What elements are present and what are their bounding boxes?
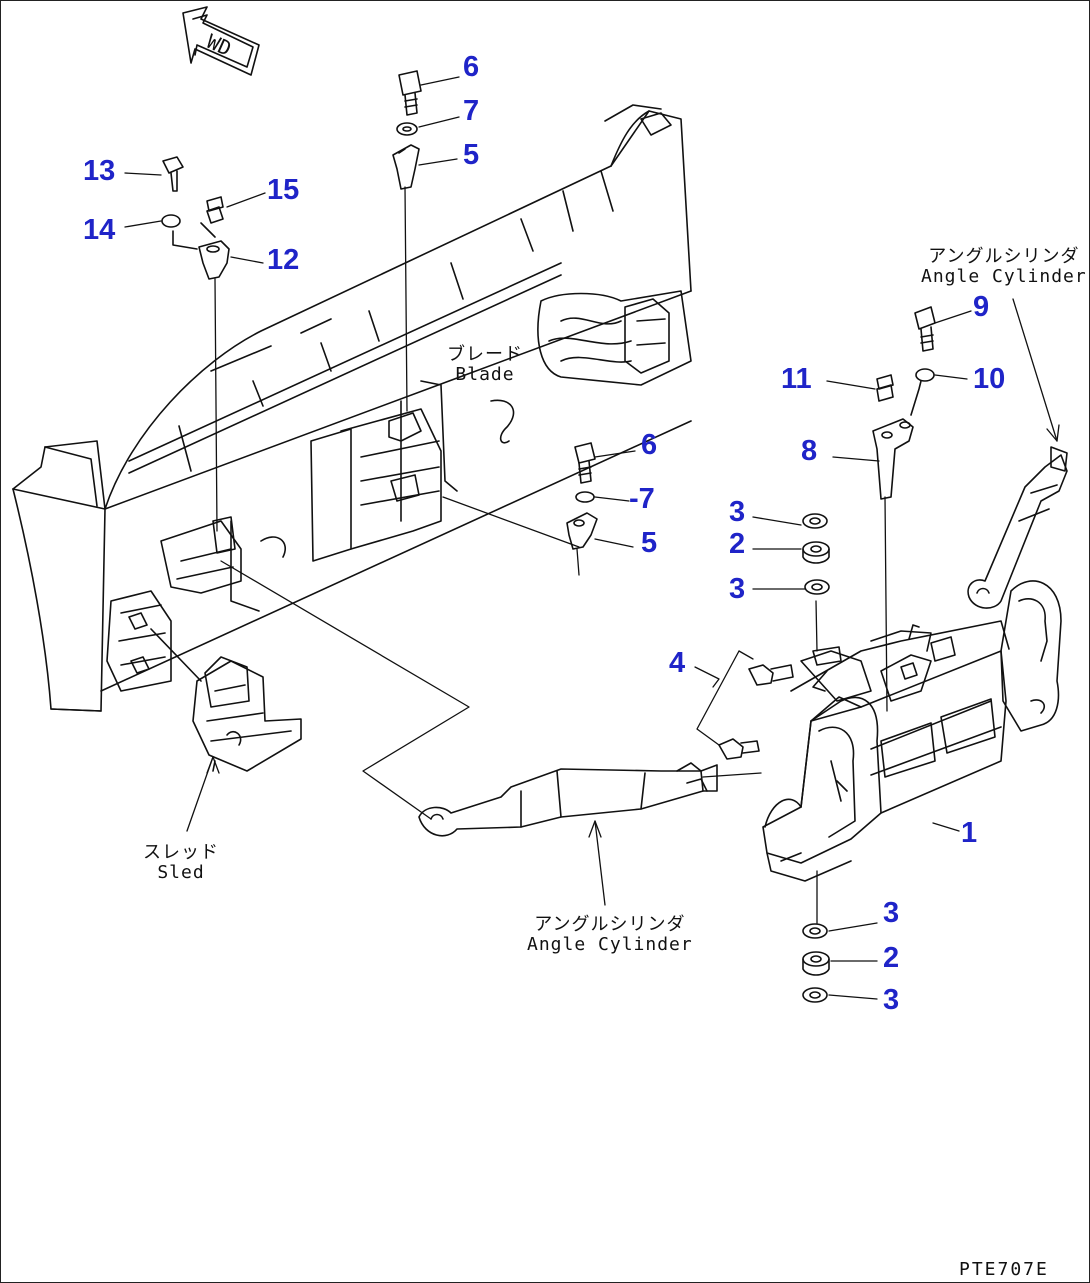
label-blade: ブレード Blade bbox=[447, 345, 523, 385]
forward-arrow-icon bbox=[182, 6, 260, 76]
callout-9: 9 bbox=[973, 291, 990, 323]
drawing-code: PTE707E bbox=[959, 1259, 1049, 1280]
callout-7-top: 7 bbox=[463, 95, 480, 127]
leader-lines bbox=[124, 76, 1060, 1000]
callout-11: 11 bbox=[781, 363, 812, 395]
blade-drawing bbox=[12, 104, 692, 712]
label-angle-cylinder-top-jp: アングルシリンダ bbox=[928, 246, 1080, 267]
callout-3-lower-b: 3 bbox=[883, 984, 900, 1016]
label-angle-cylinder-bottom-en: Angle Cylinder bbox=[527, 934, 693, 955]
label-sled-jp: スレッド bbox=[143, 842, 219, 863]
callout-10: 10 bbox=[973, 363, 1006, 395]
callout-3-upper-b: 3 bbox=[729, 573, 746, 605]
callout-4: 4 bbox=[669, 647, 686, 679]
label-sled-en: Sled bbox=[157, 862, 205, 883]
label-blade-en: Blade bbox=[455, 364, 515, 385]
callout-5-top: 5 bbox=[463, 139, 480, 171]
callout-2-upper: 2 bbox=[729, 528, 746, 560]
callout-7-mid: -7 bbox=[629, 483, 655, 515]
callout-13: 13 bbox=[83, 155, 116, 187]
assembly-lines bbox=[214, 186, 888, 924]
label-angle-cylinder-top: アングルシリンダ Angle Cylinder bbox=[921, 247, 1087, 287]
hardware-parts-drawing bbox=[161, 70, 936, 1003]
label-sled: スレッド Sled bbox=[143, 843, 219, 883]
label-angle-cylinder-bottom-jp: アングルシリンダ bbox=[534, 914, 686, 935]
callout-8: 8 bbox=[801, 435, 818, 467]
blade-bracket-drawing bbox=[762, 580, 1062, 882]
angle-cylinder-bottom-drawing bbox=[418, 762, 718, 837]
callout-15: 15 bbox=[267, 174, 300, 206]
label-angle-cylinder-bottom: アングルシリンダ Angle Cylinder bbox=[527, 915, 693, 955]
callout-12: 12 bbox=[267, 244, 300, 276]
callout-1: 1 bbox=[961, 817, 978, 849]
callout-2-lower: 2 bbox=[883, 942, 900, 974]
callout-3-upper-a: 3 bbox=[729, 496, 746, 528]
callout-14: 14 bbox=[83, 214, 116, 246]
sled-drawing bbox=[150, 628, 302, 772]
angle-cylinder-top-drawing bbox=[967, 446, 1068, 609]
callout-5-mid: 5 bbox=[641, 527, 658, 559]
label-angle-cylinder-top-en: Angle Cylinder bbox=[921, 266, 1087, 287]
callout-6-top: 6 bbox=[463, 51, 480, 83]
callout-3-lower-a: 3 bbox=[883, 897, 900, 929]
callout-6-mid: 6 bbox=[641, 429, 658, 461]
label-blade-jp: ブレード bbox=[447, 344, 523, 365]
